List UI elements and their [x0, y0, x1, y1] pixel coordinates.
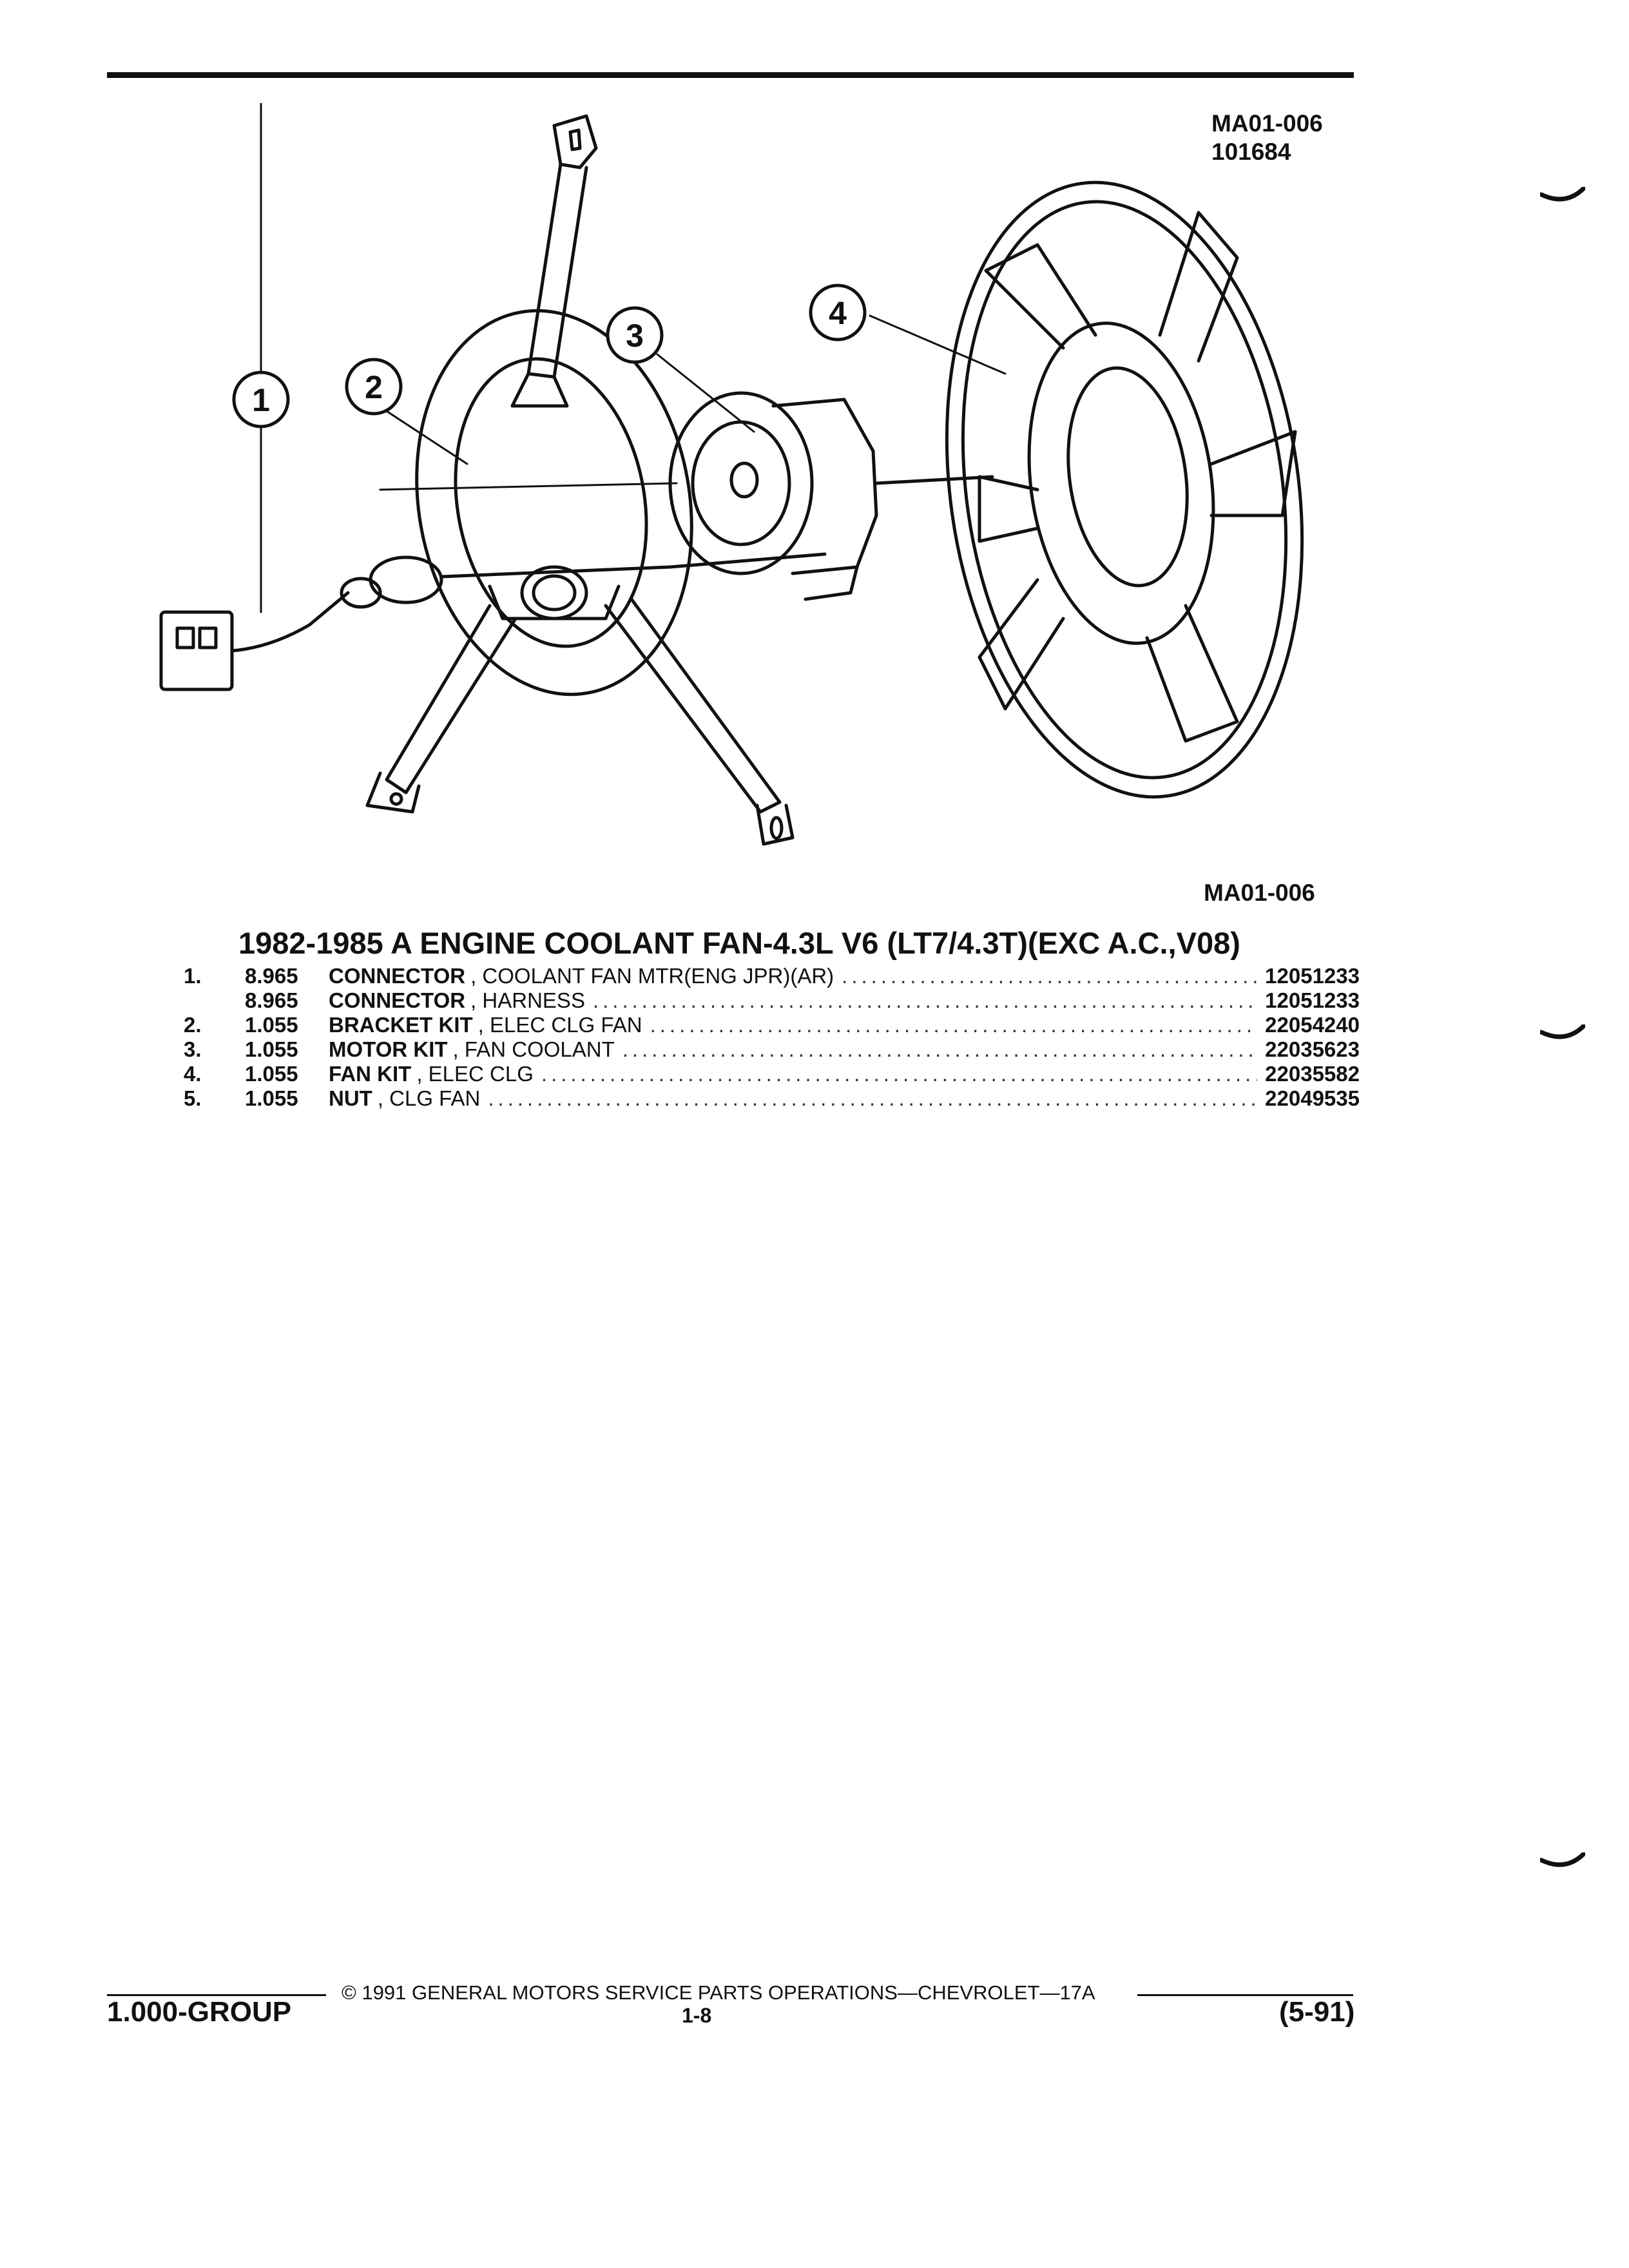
callout-4: 4 [809, 284, 867, 341]
quantity: 8.965 [245, 964, 298, 988]
binder-hole-mark [1540, 187, 1585, 202]
part-number: 22049535 [1265, 1086, 1360, 1110]
figure-id-block: MA01-006 101684 [1211, 110, 1323, 166]
connector-drawing [159, 552, 827, 691]
leader-dots: ........................................… [592, 988, 1258, 1012]
parts-list: 1. 8.965 CONNECTOR , COOLANT FAN MTR(ENG… [184, 964, 1360, 1111]
figure-id: MA01-006 [1211, 110, 1323, 137]
part-name: CONNECTOR [329, 988, 466, 1012]
item-number: 2. [184, 1013, 202, 1037]
parts-row: 4. 1.055 FAN KIT , ELEC CLG ............… [184, 1062, 1360, 1086]
item-number: 5. [184, 1086, 202, 1110]
leader-dots: ........................................… [650, 1013, 1258, 1037]
part-name: NUT [329, 1086, 372, 1110]
revision-date: (5-91) [1279, 1996, 1355, 2028]
callout-label: 4 [829, 295, 847, 331]
parts-row: 3. 1.055 MOTOR KIT , FAN COOLANT .......… [184, 1037, 1360, 1062]
part-name: BRACKET KIT [329, 1013, 473, 1037]
part-number: 22035623 [1265, 1037, 1360, 1061]
binder-hole-mark [1540, 1024, 1585, 1039]
copyright-notice: © 1991 GENERAL MOTORS SERVICE PARTS OPER… [342, 1981, 1095, 2004]
figure-reference: MA01-006 [1204, 879, 1315, 906]
callout-3: 3 [606, 306, 664, 364]
leader-dots: ........................................… [541, 1062, 1257, 1086]
bracket-drawing [365, 114, 795, 846]
part-description: , HARNESS [470, 988, 585, 1012]
quantity: 1.055 [245, 1062, 298, 1086]
leader-dots: ........................................… [842, 964, 1257, 988]
figure-number: 101684 [1211, 139, 1291, 165]
callout-label: 1 [252, 382, 270, 418]
footer-rule-right [1137, 1994, 1353, 1996]
part-number: 22054240 [1265, 1013, 1360, 1037]
group-label: 1.000-GROUP [107, 1996, 292, 2028]
parts-row: 2. 1.055 BRACKET KIT , ELEC CLG FAN ....… [184, 1013, 1360, 1037]
part-name: FAN KIT [329, 1062, 412, 1086]
page-number: 1-8 [682, 2004, 712, 2027]
part-description: , ELEC CLG FAN [477, 1013, 642, 1037]
motor-drawing [668, 391, 994, 601]
leader-dots: ........................................… [488, 1086, 1257, 1110]
callout-2: 2 [345, 358, 403, 416]
part-name: MOTOR KIT [329, 1037, 448, 1061]
item-number: 1. [184, 964, 202, 988]
quantity: 1.055 [245, 1086, 298, 1110]
part-description: , COOLANT FAN MTR(ENG JPR)(AR) [470, 964, 834, 988]
callout-label: 3 [626, 318, 644, 354]
binder-hole-mark [1540, 1852, 1585, 1867]
parts-row: 5. 1.055 NUT , CLG FAN .................… [184, 1086, 1360, 1111]
part-description: , ELEC CLG [416, 1062, 534, 1086]
part-number: 12051233 [1265, 964, 1360, 988]
part-description: , FAN COOLANT [452, 1037, 615, 1061]
quantity: 1.055 [245, 1037, 298, 1061]
part-name: CONNECTOR [329, 964, 466, 988]
callout-label: 2 [365, 369, 383, 405]
part-number: 12051233 [1265, 988, 1360, 1012]
part-description: , CLG FAN [377, 1086, 481, 1110]
fan-drawing [945, 180, 1304, 799]
page-title: 1982-1985 A ENGINE COOLANT FAN-4.3L V6 (… [238, 926, 1240, 960]
quantity: 1.055 [245, 1013, 298, 1037]
footer-rule-left [107, 1994, 326, 1996]
callout-1: 1 [232, 370, 290, 428]
part-number: 22035582 [1265, 1062, 1360, 1086]
top-rule [107, 72, 1354, 78]
leader-dots: ........................................… [622, 1037, 1258, 1061]
parts-row: 8.965 CONNECTOR , HARNESS ..............… [184, 988, 1360, 1013]
item-number: 3. [184, 1037, 202, 1061]
item-number: 4. [184, 1062, 202, 1086]
parts-row: 1. 8.965 CONNECTOR , COOLANT FAN MTR(ENG… [184, 964, 1360, 988]
exploded-view-diagram: 1 2 3 4 5 [159, 103, 1304, 846]
quantity: 8.965 [245, 988, 298, 1012]
